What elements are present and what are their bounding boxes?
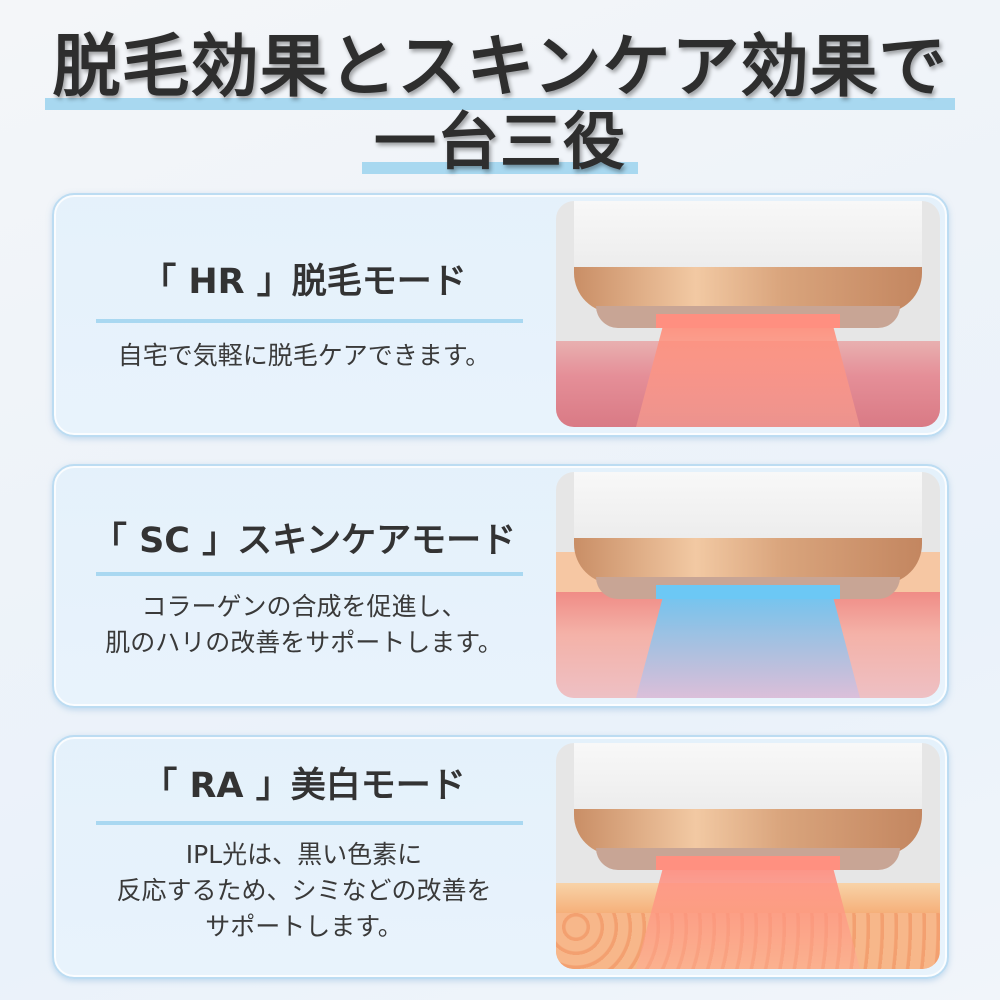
mode-card-sc: 「 SC 」スキンケアモード コラーゲンの合成を促進し、 肌のハリの改善をサポー… [52,464,949,708]
title-text: 脱毛効果とスキンケア効果で [52,28,948,107]
device-rim [574,538,922,584]
mode-card-hr: 「 HR 」脱毛モード 自宅で気軽に脱毛ケアできます。 [52,193,949,437]
light-beam [636,597,860,698]
light-emitter [656,585,840,599]
page-title-line-2: 一台三役 [0,106,1000,178]
description-line: IPL光は、黒い色素に [185,840,423,869]
device-image-hr [556,201,940,427]
description-line: 肌のハリの改善をサポートします。 [105,628,503,657]
title-text: 一台三役 [373,105,626,178]
device-image-ra [556,743,940,969]
description-line: 自宅で気軽に脱毛ケアできます。 [117,341,491,370]
light-emitter [656,856,840,870]
light-beam [636,326,860,427]
light-beam [636,868,860,969]
device-rim [574,809,922,855]
mode-heading: 「 RA 」美白モード [142,766,466,806]
mode-card-ra: 「 RA 」美白モード IPL光は、黒い色素に 反応するため、シミなどの改善を … [52,735,949,979]
mode-description: IPL光は、黒い色素に 反応するため、シミなどの改善を サポートします。 [54,837,554,945]
heading-divider [96,821,523,825]
page-title-line-1: 脱毛効果とスキンケア効果で [0,28,1000,110]
description-line: 反応するため、シミなどの改善を [116,876,492,905]
description-line: サポートします。 [205,912,403,941]
device-image-sc [556,472,940,698]
device-rim [574,267,922,313]
description-line: コラーゲンの合成を促進し、 [141,592,467,621]
device-body [574,201,922,271]
mode-heading: 「 HR 」脱毛モード [141,262,467,302]
light-emitter [656,314,840,328]
heading-divider [96,572,523,576]
device-body [574,472,922,542]
mode-description: コラーゲンの合成を促進し、 肌のハリの改善をサポートします。 [54,589,554,661]
mode-description: 自宅で気軽に脱毛ケアできます。 [54,338,554,374]
heading-divider [96,319,523,323]
device-body [574,743,922,813]
mode-heading: 「 SC 」スキンケアモード [91,521,517,561]
